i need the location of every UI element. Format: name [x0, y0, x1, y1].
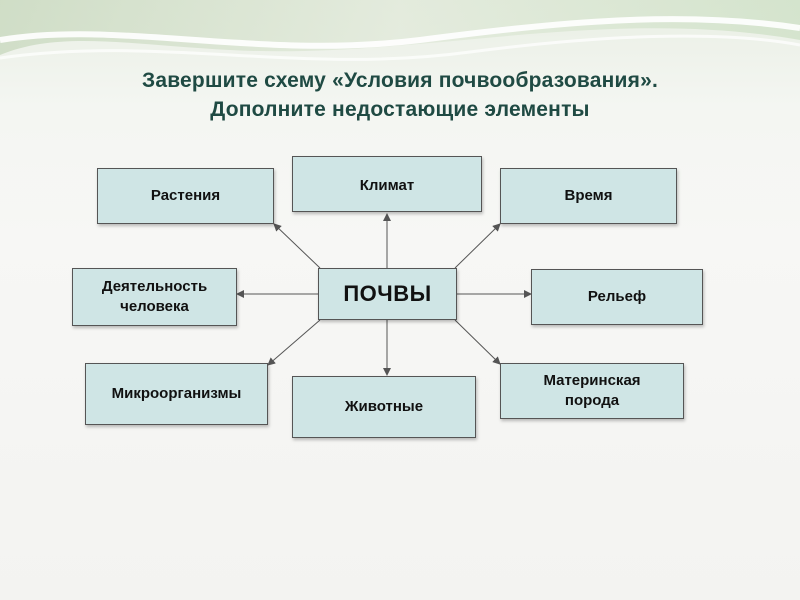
node-climate: Климат: [292, 156, 482, 212]
node-microorganisms: Микроорганизмы: [85, 363, 268, 425]
arrow-to-time: [454, 223, 501, 269]
arrow-to-parent-rock: [454, 319, 501, 365]
background-wave: [0, 0, 800, 61]
node-parent-rock: Материнская порода: [500, 363, 684, 419]
node-time: Время: [500, 168, 677, 224]
node-animals: Животные: [292, 376, 476, 438]
title-line-2: Дополните недостающие элементы: [210, 98, 590, 121]
node-relief: Рельеф: [531, 269, 703, 325]
slide-title: Завершите схему «Условия почвообразовани…: [0, 66, 800, 124]
arrow-to-plants: [273, 223, 321, 269]
node-plants: Растения: [97, 168, 274, 224]
node-human-activity: Деятельность человека: [72, 268, 237, 326]
title-line-1: Завершите схему «Условия почвообразовани…: [141, 69, 659, 92]
node-center-soils: ПОЧВЫ: [318, 268, 457, 320]
arrow-to-microorganisms: [267, 319, 321, 366]
